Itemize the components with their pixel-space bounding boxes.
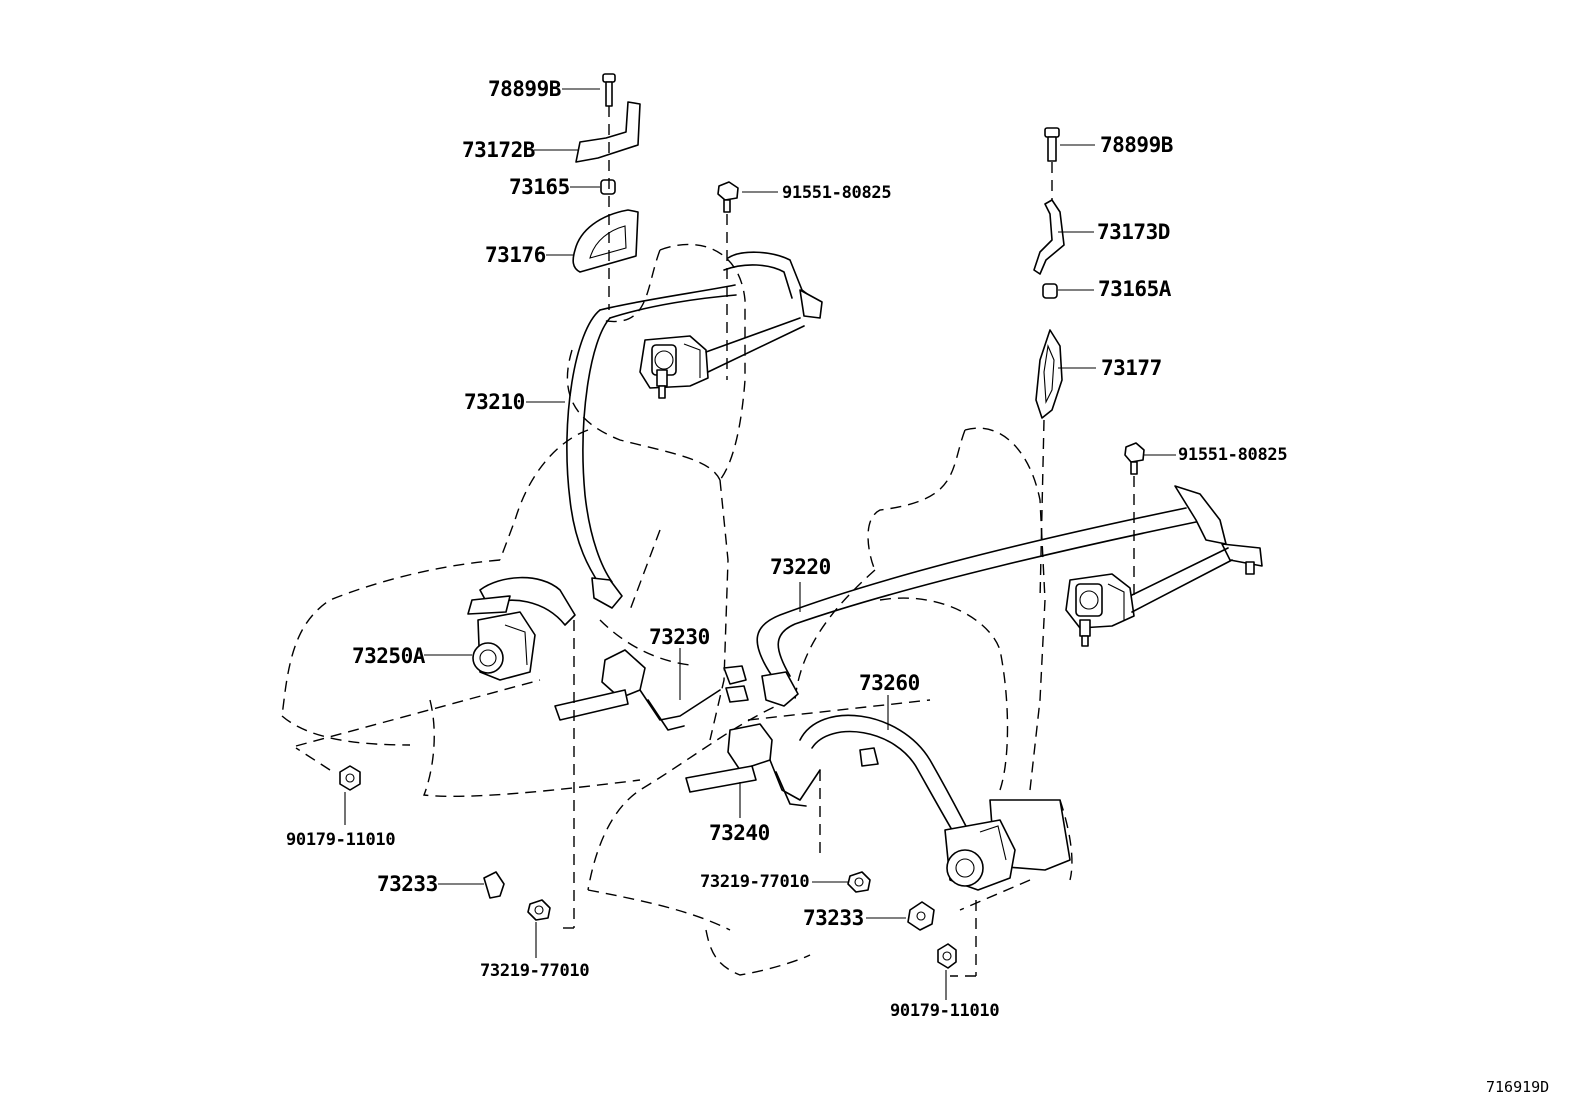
outer-belt-strap-73210 bbox=[566, 309, 601, 586]
label-73165: 73165 bbox=[509, 175, 570, 199]
collar-73165-icon bbox=[600, 179, 616, 195]
left-seat-outline bbox=[281, 243, 746, 798]
label-73260: 73260 bbox=[859, 671, 920, 695]
nut-90179-left-icon bbox=[339, 765, 361, 791]
label-73172b: 73172B bbox=[462, 138, 535, 162]
retractor-lower-right-icon bbox=[944, 799, 1071, 891]
label-73210: 73210 bbox=[464, 390, 525, 414]
label-73165a: 73165A bbox=[1098, 277, 1172, 301]
label-90179-right: 90179-11010 bbox=[890, 1001, 999, 1021]
label-91551-top: 91551-80825 bbox=[782, 183, 891, 203]
diagram-ref-number: 716919D bbox=[1486, 1078, 1549, 1096]
label-73230: 73230 bbox=[649, 625, 710, 649]
cover-73177 bbox=[1035, 329, 1063, 419]
label-73219-right: 73219-77010 bbox=[700, 872, 809, 892]
label-73220: 73220 bbox=[770, 555, 831, 579]
label-73233-left: 73233 bbox=[377, 872, 438, 896]
inner-belt-strap-73260 bbox=[799, 714, 969, 831]
label-73233-right: 73233 bbox=[803, 906, 864, 930]
clip-73233-right-icon bbox=[907, 901, 935, 931]
nut-90179-right-icon bbox=[937, 943, 957, 969]
bolt-78899b-right-icon bbox=[1044, 127, 1060, 162]
bolt-73219-right-icon bbox=[847, 871, 871, 893]
leader-lines bbox=[344, 88, 1176, 1000]
label-73240: 73240 bbox=[709, 821, 770, 845]
outer-belt-strap-73220 bbox=[756, 507, 1187, 677]
retractor-upper-right-icon bbox=[1065, 573, 1135, 647]
label-73173d: 73173D bbox=[1097, 220, 1170, 244]
part-labels: 78899B 73172B 73165 73176 91551-80825 73… bbox=[286, 77, 1549, 1096]
label-91551-right: 91551-80825 bbox=[1178, 445, 1287, 465]
label-90179-left: 90179-11010 bbox=[286, 830, 395, 850]
label-78899b-left: 78899B bbox=[488, 77, 561, 101]
retractor-upper-left-icon bbox=[639, 335, 709, 399]
bolt-91551-top-icon bbox=[717, 181, 739, 213]
anchor-73173d bbox=[1033, 199, 1065, 275]
label-73177: 73177 bbox=[1101, 356, 1162, 380]
bolt-73219-left-icon bbox=[527, 899, 551, 921]
label-73250a: 73250A bbox=[352, 644, 426, 668]
right-belt-assembly bbox=[685, 127, 1263, 977]
left-belt-assembly bbox=[295, 73, 823, 929]
bolt-78899b-left-icon bbox=[602, 73, 616, 107]
right-seat-outline bbox=[587, 427, 1073, 976]
belt-guide-cover-73176 bbox=[572, 209, 639, 273]
retractor-73250a-icon bbox=[467, 576, 576, 681]
collar-73165a bbox=[1042, 283, 1058, 299]
anchor-bracket-73172b bbox=[575, 101, 641, 163]
clip-73233-left bbox=[483, 871, 505, 899]
label-73176: 73176 bbox=[485, 243, 546, 267]
label-78899b-right: 78899B bbox=[1100, 133, 1173, 157]
buckle-73240 bbox=[727, 723, 773, 771]
bolt-91551-right-icon bbox=[1124, 442, 1145, 475]
label-73219-left: 73219-77010 bbox=[480, 961, 589, 981]
